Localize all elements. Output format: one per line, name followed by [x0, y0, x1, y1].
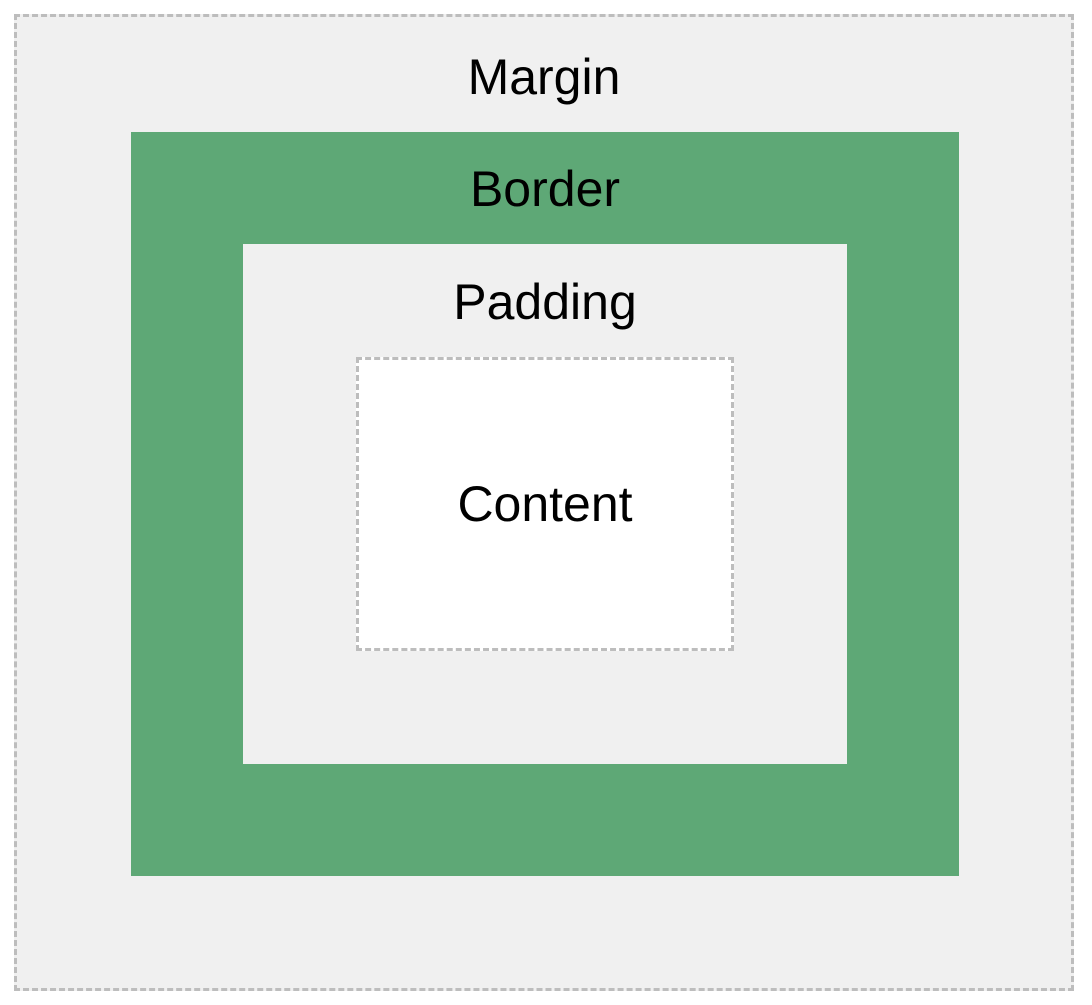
- border-label: Border: [469, 161, 621, 217]
- content-box: Content: [356, 357, 734, 651]
- padding-label: Padding: [453, 274, 637, 330]
- margin-box: Margin Border Padding Content: [14, 14, 1074, 991]
- padding-box: Padding Content: [243, 244, 847, 764]
- border-box: Border Padding Content: [131, 132, 959, 876]
- content-label: Content: [457, 476, 633, 532]
- margin-label: Margin: [467, 49, 621, 105]
